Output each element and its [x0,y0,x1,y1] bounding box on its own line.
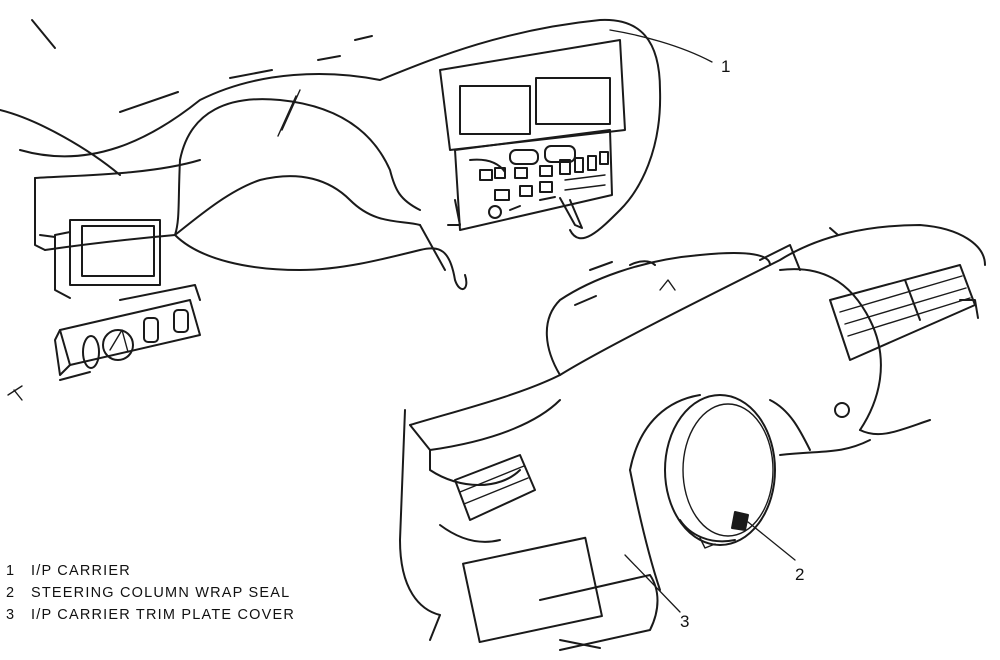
leader-line-1 [609,29,713,63]
legend-number: 3 [6,607,16,623]
leader-line-3 [624,554,681,613]
leader-lines [609,29,796,613]
ip-carrier-drawing [0,18,662,401]
legend-label: I/P CARRIER TRIM PLATE COVER [31,607,296,623]
legend-item: 1 I/P CARRIER [6,563,295,585]
legend-number: 1 [6,563,16,579]
legend-number: 2 [6,585,16,601]
callout-number-2: 2 [795,565,805,584]
legend-item: 3 I/P CARRIER TRIM PLATE COVER [6,607,295,629]
callout-number-3: 3 [680,612,690,631]
leader-line-2 [747,521,796,561]
legend-label: I/P CARRIER [31,563,131,579]
legend-item: 2 STEERING COLUMN WRAP SEAL [6,585,295,607]
trim-plate-cover-drawing [399,224,986,651]
callout-number-1: 1 [721,57,731,76]
legend-label: STEERING COLUMN WRAP SEAL [31,585,291,601]
